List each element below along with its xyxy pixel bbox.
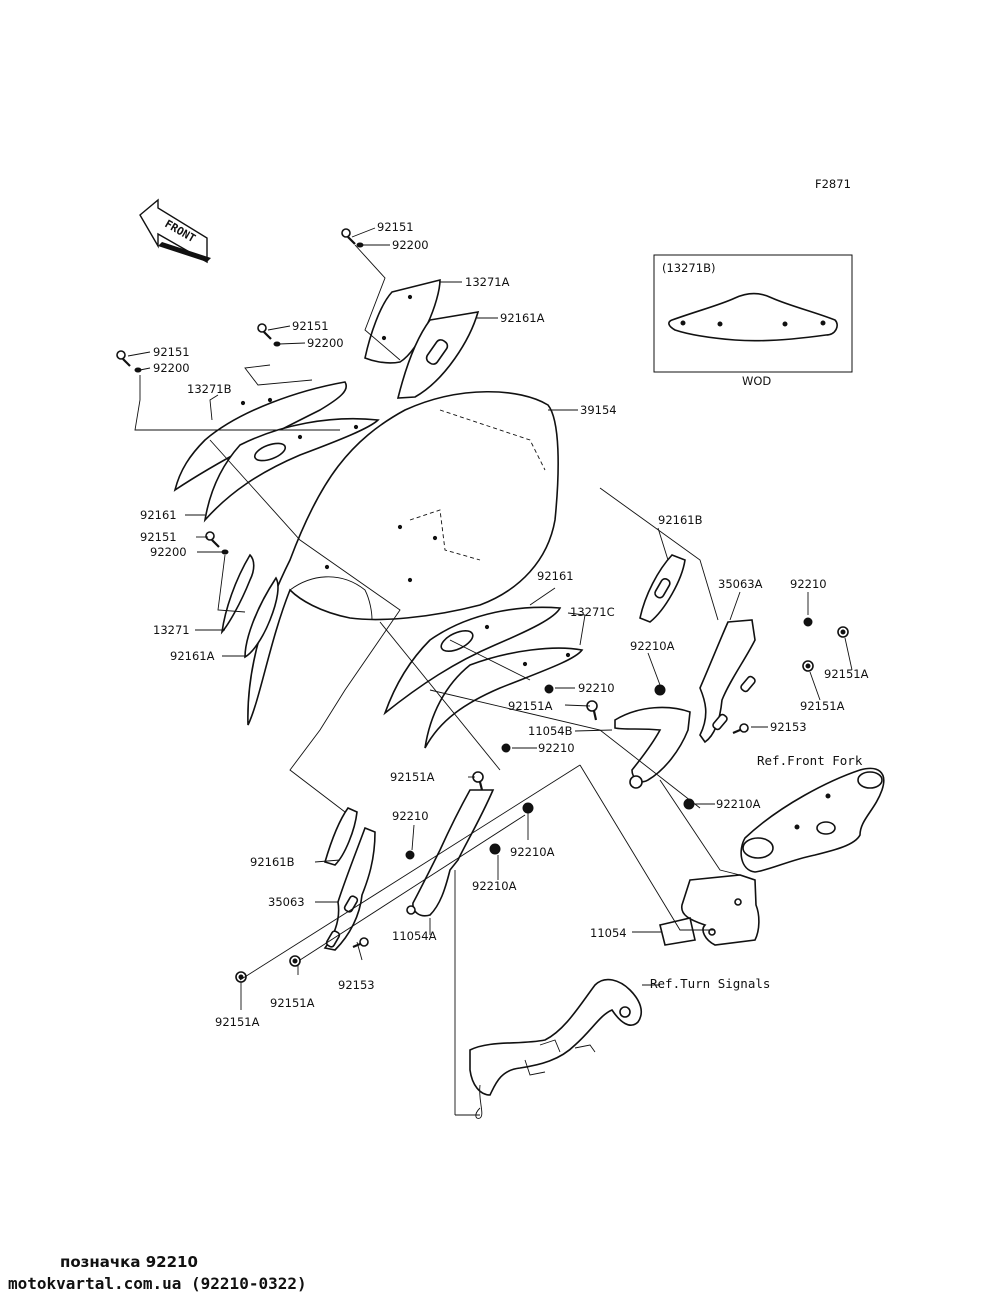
part-label: 13271 <box>153 623 190 637</box>
part-label: 11054A <box>392 929 437 943</box>
bracket-35063a <box>699 619 756 744</box>
part-label: 35063A <box>718 577 763 591</box>
part-label: 92200 <box>392 238 429 252</box>
part-label: 92151A <box>824 667 869 681</box>
bracket-11054a <box>406 789 495 917</box>
part-label: 92151A <box>390 770 435 784</box>
seal-92161-right <box>383 606 562 716</box>
part-label: 13271A <box>465 275 510 289</box>
footer-source: motokvartal.com.ua (92210-0322) <box>8 1274 307 1293</box>
nut-icon <box>522 802 534 814</box>
bolt-icon <box>586 700 598 721</box>
part-label: 11054B <box>528 724 573 738</box>
part-label: 92151A <box>508 699 553 713</box>
seal-92161a-left <box>244 576 279 659</box>
bolt-icon <box>116 350 131 367</box>
trim-13271c <box>424 647 584 749</box>
bracket-11054b <box>614 706 691 789</box>
inset-title: (13271B) <box>662 261 715 275</box>
part-label: 92153 <box>338 978 375 992</box>
part-label: 92161 <box>140 508 177 522</box>
part-label: 92151 <box>153 345 190 359</box>
trim-13271a <box>364 278 441 364</box>
bracket-35063 <box>323 826 376 951</box>
nut-icon <box>489 843 501 855</box>
footer-caption: позначка 92210 <box>60 1253 198 1271</box>
bracket-11054 <box>659 874 760 946</box>
part-label: 39154 <box>580 403 617 417</box>
part-label: 92161B <box>250 855 295 869</box>
washer-icon <box>221 549 229 555</box>
bolt-icon <box>341 228 356 245</box>
bolt-icon <box>837 626 849 638</box>
bolt-icon <box>257 323 272 340</box>
ref-front-fork: Ref.Front Fork <box>757 753 863 768</box>
inset-13271b: (13271B) WOD <box>653 254 853 388</box>
nut-icon <box>544 684 554 694</box>
leader-lines <box>127 227 853 1116</box>
part-label: 92210 <box>578 681 615 695</box>
figure-code: F2871 <box>815 177 851 191</box>
part-label: 92210A <box>716 797 761 811</box>
part-label: 92161A <box>500 311 545 325</box>
part-label: 92200 <box>150 545 187 559</box>
bolt-icon <box>732 723 749 735</box>
part-label: 13271B <box>187 382 232 396</box>
trim-13271 <box>220 553 255 635</box>
ref-turn-signals: Ref.Turn Signals <box>650 976 770 991</box>
part-label: 92210A <box>510 845 555 859</box>
part-label: 92151A <box>270 996 315 1010</box>
part-label: 13271C <box>570 605 615 619</box>
nut-icon <box>501 743 511 753</box>
front-fork-bracket <box>740 767 885 873</box>
nut-icon <box>683 798 695 810</box>
bolt-icon <box>472 771 484 791</box>
part-label: 92161B <box>658 513 703 527</box>
part-label: 92210A <box>630 639 675 653</box>
inset-windshield-trim <box>668 292 838 342</box>
part-label: 35063 <box>268 895 305 909</box>
part-label: 11054 <box>590 926 627 940</box>
part-label: 92151 <box>292 319 329 333</box>
nut-icon <box>405 850 415 860</box>
nut-icon <box>803 617 813 627</box>
front-arrow-icon: FRONT <box>139 198 211 264</box>
part-label: 92210 <box>790 577 827 591</box>
nut-icon <box>654 684 666 696</box>
part-label: 92151 <box>140 530 177 544</box>
bolt-icon <box>802 660 814 672</box>
windshield-39154 <box>247 390 559 726</box>
bolt-icon <box>352 937 369 949</box>
seal-92161b-lower <box>324 807 358 866</box>
seal-92161-left <box>203 417 380 523</box>
part-label: 92200 <box>153 361 190 375</box>
part-label: 92210 <box>392 809 429 823</box>
part-label: 92151A <box>215 1015 260 1029</box>
part-label: 92210A <box>472 879 517 893</box>
part-label: 92210 <box>538 741 575 755</box>
bolt-icon <box>205 531 220 548</box>
part-label: 92151A <box>800 699 845 713</box>
part-label: 92161A <box>170 649 215 663</box>
part-label: 92161 <box>537 569 574 583</box>
inset-note: WOD <box>742 374 771 388</box>
seal-92161b-right <box>639 554 686 623</box>
bolt-icon <box>289 955 301 967</box>
part-label: 92200 <box>307 336 344 350</box>
part-label: 92151 <box>377 220 414 234</box>
seal-92161a-top <box>396 311 480 399</box>
turn-signal-bracket <box>469 978 642 1119</box>
part-label: 92153 <box>770 720 807 734</box>
